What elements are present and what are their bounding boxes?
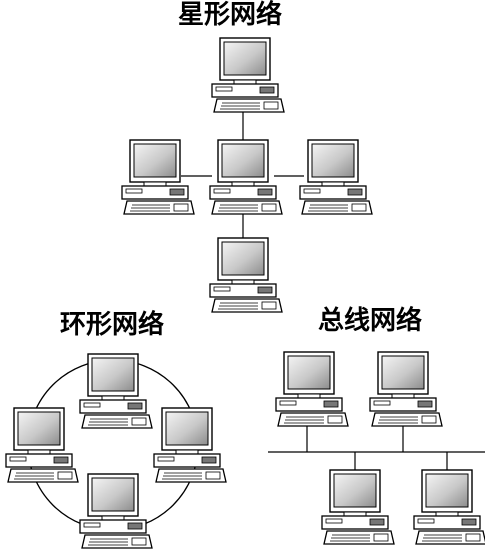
- bus-links: [268, 425, 485, 470]
- bus-computer-2-icon: [369, 351, 443, 427]
- star-computer-right-icon: [299, 139, 373, 215]
- bus-network-title: 总线网络: [318, 306, 423, 336]
- star-network: [121, 37, 373, 313]
- bus-computer-4-icon: [413, 469, 485, 545]
- star-links: [181, 112, 304, 238]
- star-network-title: 星形网络: [178, 0, 283, 30]
- bus-computer-3-icon: [321, 469, 395, 545]
- star-computer-left-icon: [121, 139, 195, 215]
- bus-computer-1-icon: [275, 351, 349, 427]
- star-computer-top-icon: [211, 37, 285, 113]
- ring-computer-right-icon: [153, 407, 227, 483]
- star-computer-bottom-icon: [209, 237, 283, 313]
- star-hub-computer-icon: [209, 139, 283, 215]
- ring-network: [5, 353, 227, 549]
- ring-computer-bottom-icon: [79, 473, 153, 549]
- ring-computer-left-icon: [5, 407, 79, 483]
- bus-network: [268, 351, 485, 545]
- ring-network-title: 环形网络: [60, 310, 165, 340]
